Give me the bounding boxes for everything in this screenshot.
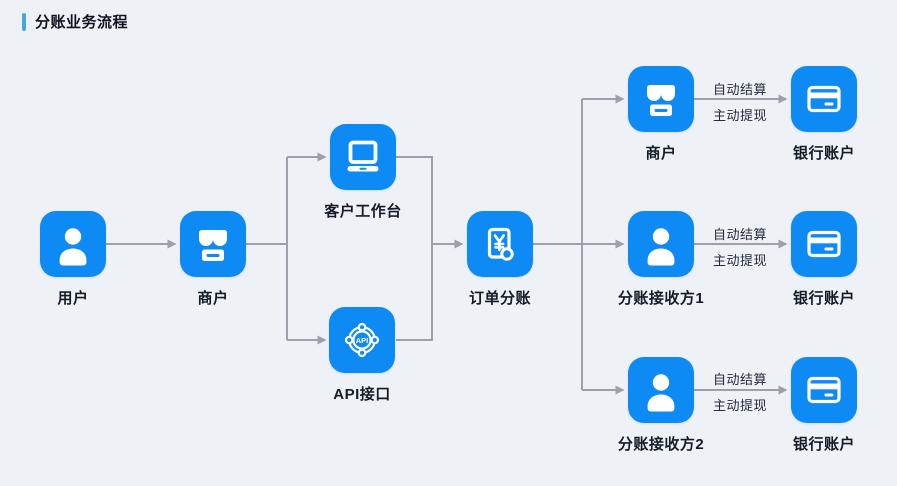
user-icon [628, 357, 694, 423]
api-icon: API [329, 307, 395, 373]
monitor-icon [330, 124, 396, 190]
user-icon [628, 211, 694, 277]
node-bank-top [791, 66, 857, 132]
user-icon [40, 211, 106, 277]
node-label-receiver1: 分账接收方1 [617, 290, 705, 307]
node-api: API [329, 307, 395, 373]
node-merchant-left [180, 211, 246, 277]
node-label-bank-top: 银行账户 [792, 145, 856, 162]
node-user [40, 211, 106, 277]
node-label-receiver2: 分账接收方2 [617, 436, 705, 453]
node-workbench [330, 124, 396, 190]
node-order-split [467, 211, 533, 277]
node-label-workbench: 客户工作台 [324, 203, 402, 220]
bank-card-icon [791, 211, 857, 277]
node-label-order-split: 订单分账 [468, 290, 532, 307]
edge-label-manual-withdrawal: 主动提现 [712, 253, 768, 268]
node-receiver1 [628, 211, 694, 277]
edge-label-auto-settlement: 自动结算 [712, 372, 768, 387]
storefront-icon [628, 66, 694, 132]
node-receiver2 [628, 357, 694, 423]
edge-label-manual-withdrawal: 主动提现 [712, 108, 768, 123]
page-title: 分账业务流程 [22, 11, 128, 32]
edge-label-auto-settlement: 自动结算 [712, 227, 768, 242]
storefront-icon [180, 211, 246, 277]
page-title-text: 分账业务流程 [35, 14, 129, 31]
edge-label-manual-withdrawal: 主动提现 [712, 398, 768, 413]
node-label-merchant-right: 商户 [645, 145, 677, 162]
edge-label-auto-settlement: 自动结算 [712, 82, 768, 97]
node-label-api: API接口 [333, 386, 391, 403]
bank-card-icon [791, 66, 857, 132]
bank-card-icon [791, 357, 857, 423]
node-bank-bottom [791, 357, 857, 423]
node-label-user: 用户 [57, 290, 89, 307]
node-label-merchant-left: 商户 [197, 290, 229, 307]
node-merchant-right [628, 66, 694, 132]
node-label-bank-bottom: 银行账户 [792, 436, 856, 453]
title-accent-bar [22, 12, 26, 31]
node-bank-mid [791, 211, 857, 277]
invoice-yen-icon [467, 211, 533, 277]
node-label-bank-mid: 银行账户 [792, 290, 856, 307]
svg-text:API: API [356, 336, 369, 345]
